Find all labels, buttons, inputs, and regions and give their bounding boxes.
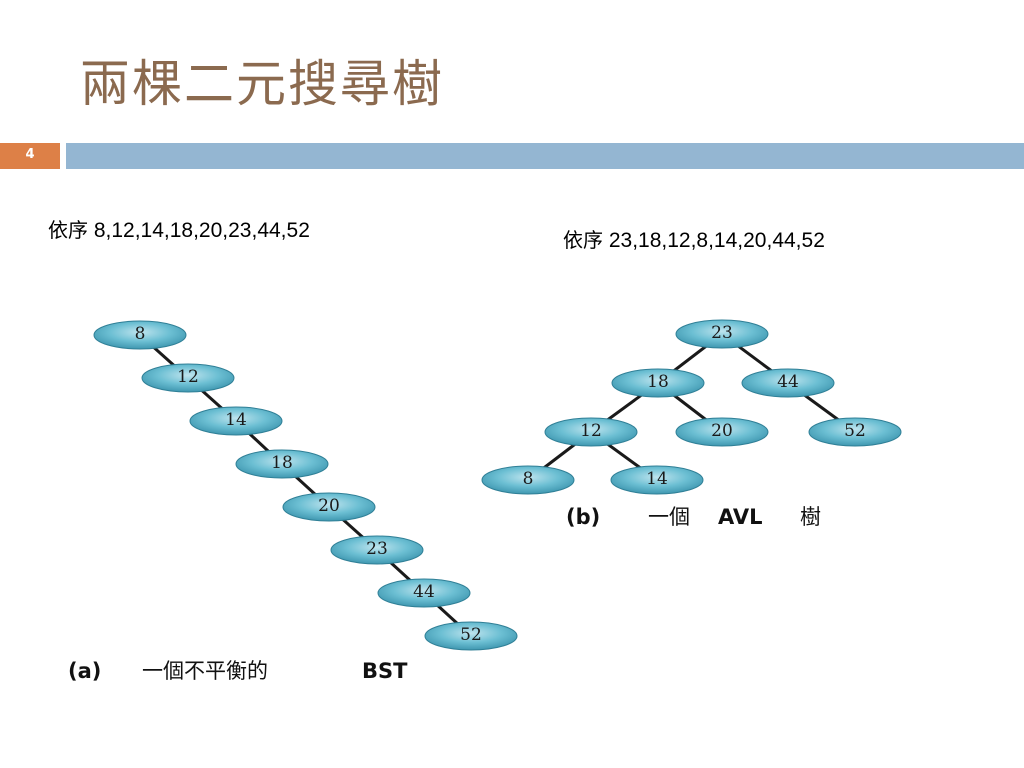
tree-a-node-label: 44 <box>413 582 435 602</box>
tree-b-node-label: 8 <box>523 469 534 489</box>
tree-b-node: 12 <box>544 417 638 447</box>
tree-a-node-label: 20 <box>318 496 340 516</box>
tree-b-caption-term: AVL <box>718 505 762 529</box>
slide-number-bar <box>0 143 60 169</box>
tree-a-node: 14 <box>189 406 283 436</box>
tree-a-node-label: 18 <box>271 453 293 473</box>
tree-b-node-label: 44 <box>777 372 799 392</box>
tree-b-caption: (b) 一個 AVL 樹 <box>566 505 821 529</box>
tree-a-caption-term: BST <box>362 659 408 683</box>
tree-b-node-label: 18 <box>647 372 669 392</box>
title-divider-bar <box>66 143 1024 169</box>
tree-a-node-label: 23 <box>366 539 388 559</box>
slide-title: 兩棵二元搜尋樹 <box>80 55 444 113</box>
slide-number: 4 <box>25 147 35 162</box>
insertion-order-a-prefix: 依序 <box>48 218 88 242</box>
tree-b-node: 18 <box>611 368 705 398</box>
tree-a-node: 12 <box>141 363 235 393</box>
tree-b-node: 23 <box>675 319 769 349</box>
tree-b-node: 8 <box>481 465 575 495</box>
insertion-order-b-values: 23,18,12,8,14,20,44,52 <box>608 229 825 252</box>
tree-a-node: 23 <box>330 535 424 565</box>
tree-b-node: 20 <box>675 417 769 447</box>
tree-b-node: 52 <box>808 417 902 447</box>
tree-a-node: 52 <box>424 621 518 651</box>
tree-a-caption-text: 一個不平衡的 <box>142 659 268 683</box>
tree-b-caption-text: 一個 <box>648 505 690 529</box>
insertion-order-b: 依序 23,18,12,8,14,20,44,52 <box>563 224 825 253</box>
tree-b-node-label: 52 <box>844 421 866 441</box>
tree-b-node: 14 <box>610 465 704 495</box>
tree-b-node-label: 20 <box>711 421 733 441</box>
tree-b-caption-suffix: 樹 <box>800 505 821 529</box>
insertion-order-a-values: 8,12,14,18,20,23,44,52 <box>93 219 310 242</box>
bst-tree-a: 8 12 14 18 20 23 44 52 <box>68 320 518 683</box>
tree-b-node-label: 14 <box>646 469 668 489</box>
tree-b-node-label: 23 <box>711 323 733 343</box>
tree-a-node-label: 8 <box>135 324 146 344</box>
tree-b-edges <box>527 332 856 482</box>
tree-b-node: 44 <box>741 368 835 398</box>
tree-b-node-label: 12 <box>580 421 602 441</box>
tree-a-node-label: 12 <box>177 367 199 387</box>
tree-a-node: 44 <box>377 578 471 608</box>
avl-tree-b: 23 18 44 12 20 52 8 14 <box>481 319 902 529</box>
tree-b-caption-tag: (b) <box>566 505 600 529</box>
tree-a-node: 8 <box>93 320 187 350</box>
insertion-order-a: 依序 8,12,14,18,20,23,44,52 <box>48 214 310 243</box>
tree-a-caption-tag: (a) <box>68 659 101 683</box>
tree-a-node-label: 52 <box>460 625 482 645</box>
tree-a-node: 20 <box>282 492 376 522</box>
tree-a-caption: (a) 一個不平衡的 BST <box>68 659 408 683</box>
tree-a-node-label: 14 <box>225 410 247 430</box>
insertion-order-b-prefix: 依序 <box>563 228 603 252</box>
tree-a-node: 18 <box>235 449 329 479</box>
